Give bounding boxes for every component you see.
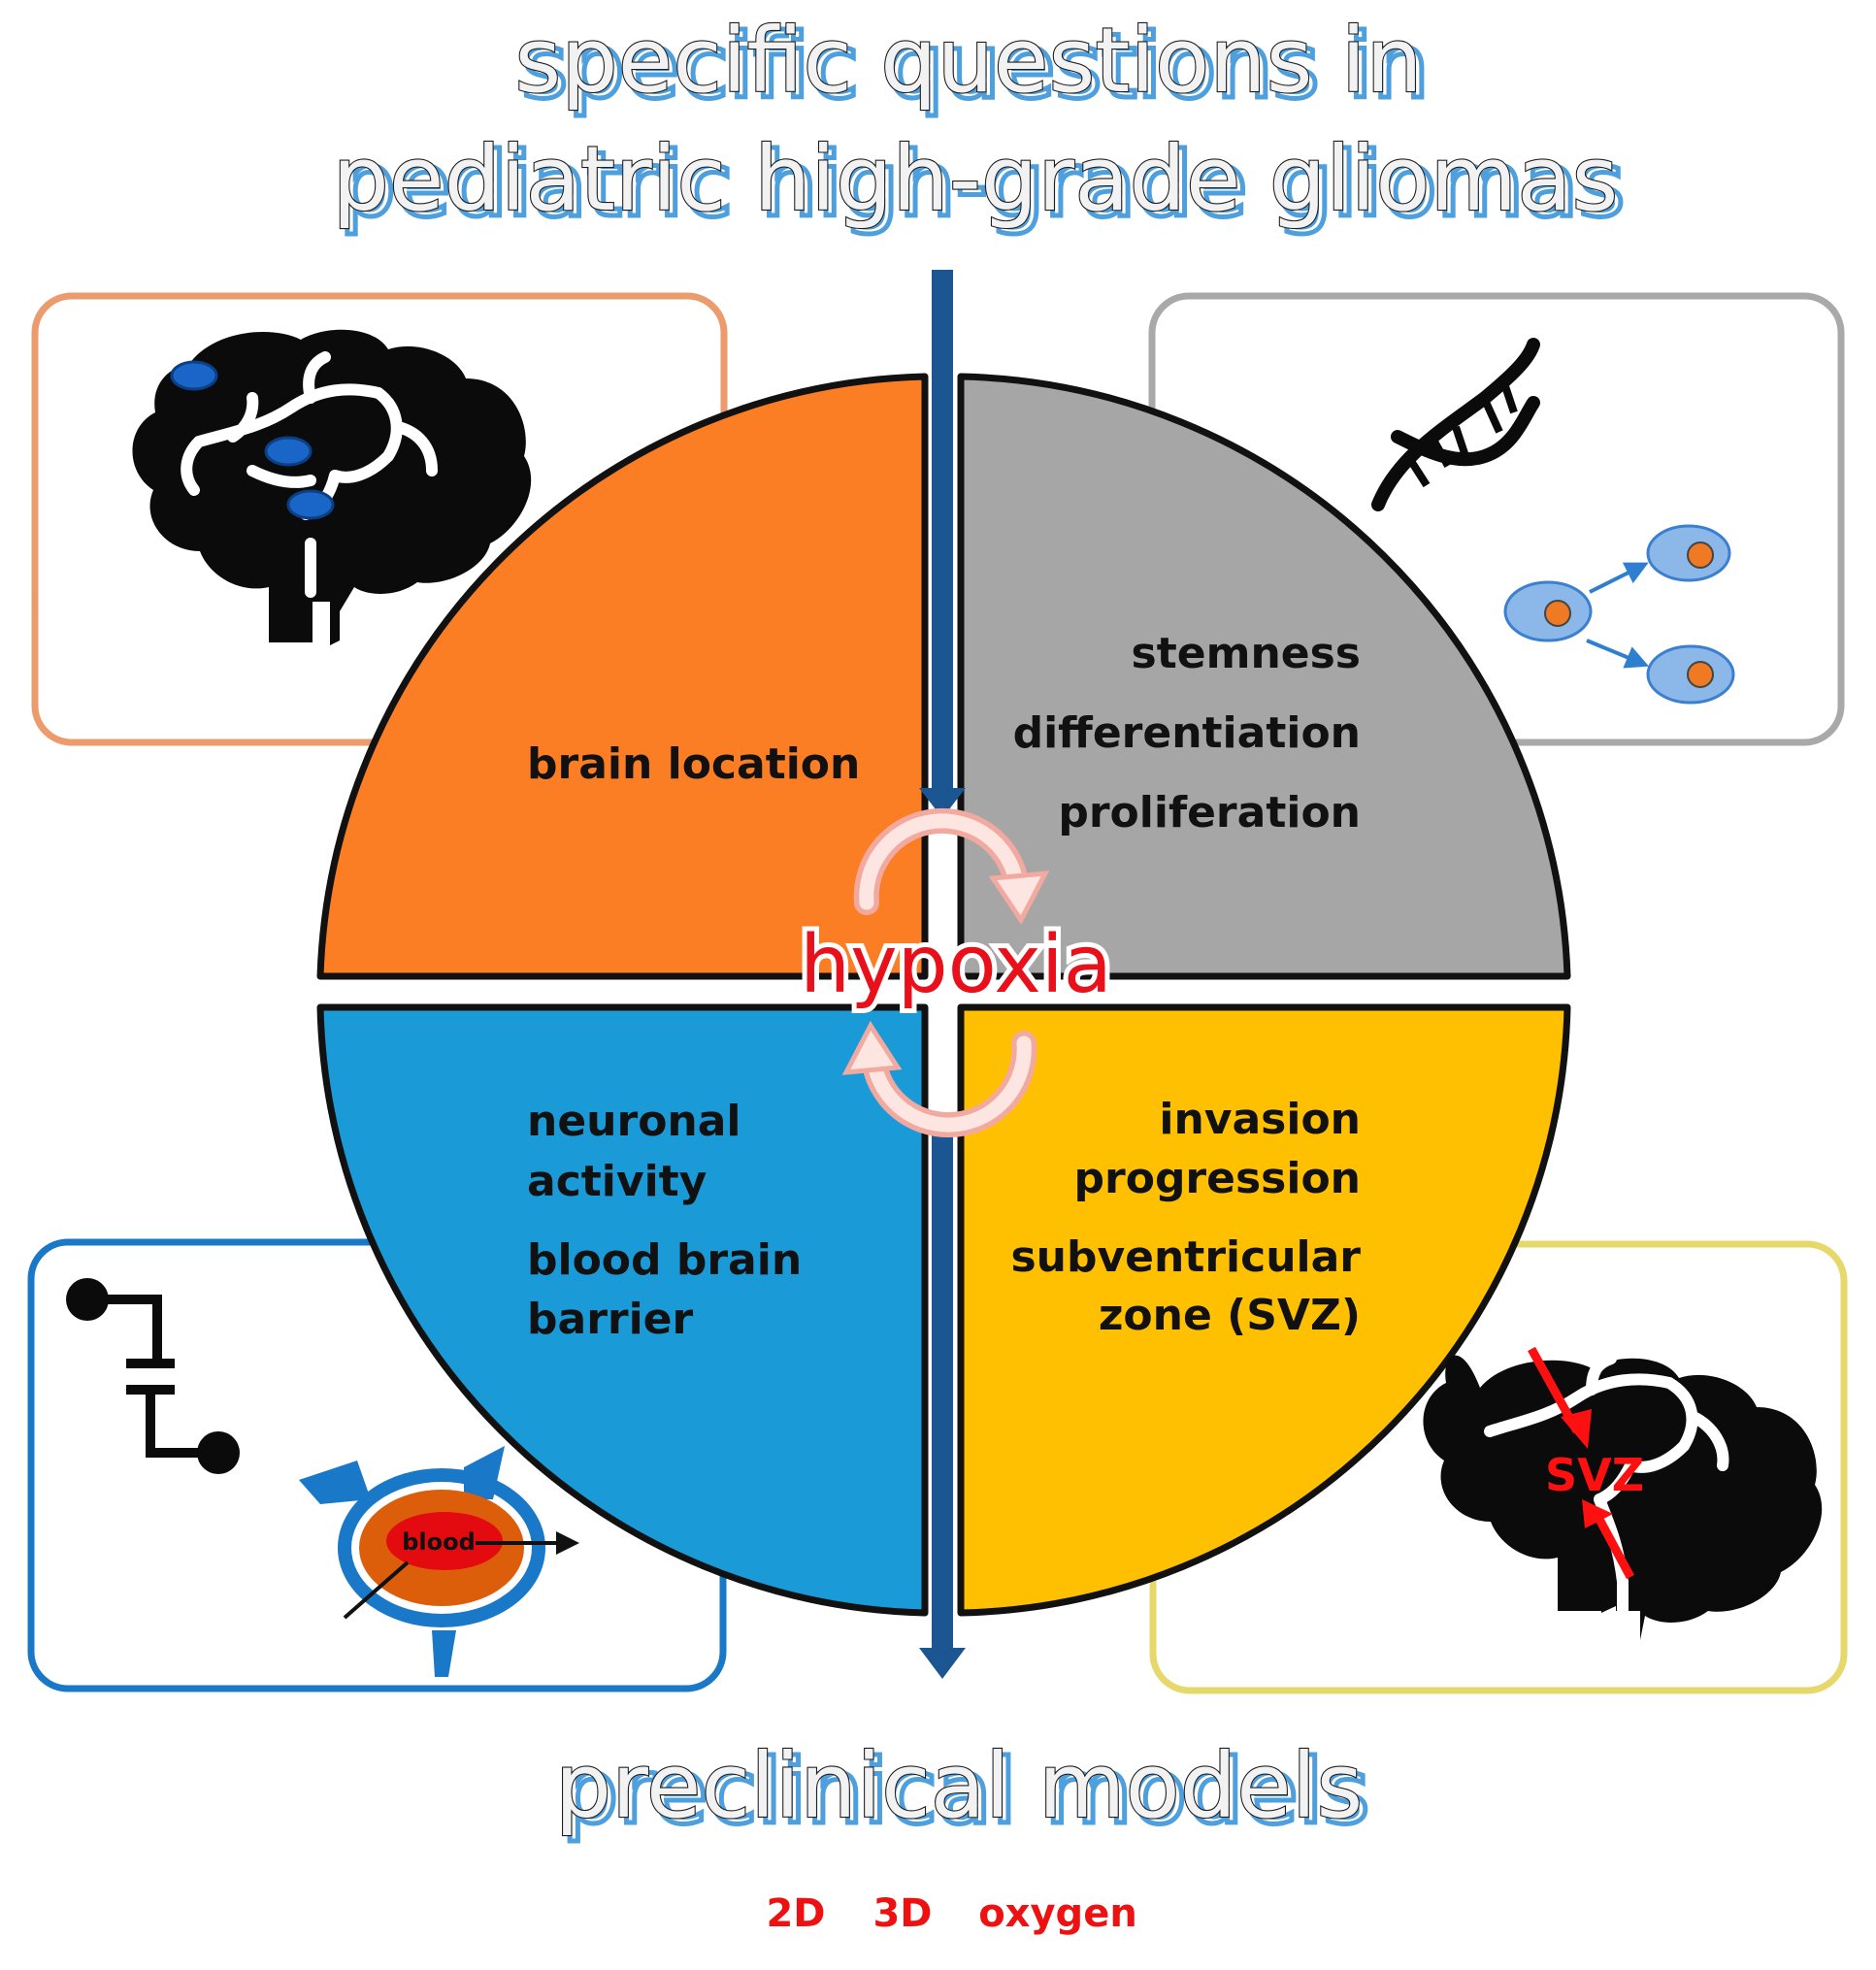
title-line2-shadow: pediatric high-grade gliomas [340, 133, 1626, 237]
model-2d: 2D [766, 1891, 825, 1936]
quadrant-texts: brain location stemness differentiation … [527, 629, 1361, 1344]
svz-brain-icon: SVZ [1423, 1346, 1823, 1640]
label-proliferation: proliferation [1058, 788, 1361, 837]
brain-location-icon [132, 329, 532, 645]
hypoxia-label: hypoxia [800, 919, 1112, 1011]
label-invasion: invasion [1159, 1095, 1361, 1144]
footer: preclinical models preclinical models 2D… [554, 1733, 1372, 1936]
label-blood-brain: blood brain [527, 1235, 802, 1285]
quadrant-top-left [316, 373, 929, 980]
title-line1: specific questions in [514, 9, 1422, 113]
cycle-arrows [841, 807, 1050, 1138]
label-differentiation: differentiation [1013, 708, 1361, 758]
label-stemness: stemness [1132, 629, 1361, 678]
dna-icon [1371, 338, 1540, 511]
cycle-arrowhead-bottom [841, 1021, 903, 1075]
label-svz-zone: zone (SVZ) [1099, 1291, 1361, 1340]
cell-division-icon [1503, 524, 1735, 705]
model-3d: 3D [872, 1891, 932, 1936]
quadrant-bottom-right [957, 1003, 1571, 1617]
synapse-icon [66, 1278, 240, 1474]
arrow-head-top [919, 788, 966, 818]
quadrant-circle [316, 373, 1571, 1617]
vertical-arrows [919, 270, 966, 1679]
label-brain-location: brain location [527, 739, 860, 789]
label-barrier: barrier [527, 1295, 694, 1344]
preclinical-title: preclinical models [555, 1734, 1364, 1838]
label-activity: activity [527, 1157, 707, 1206]
label-subventricular: subventricular [1010, 1232, 1361, 1282]
arrow-shaft-top [932, 270, 953, 789]
label-neuronal: neuronal [527, 1097, 741, 1146]
blood-label: blood [402, 1528, 476, 1556]
svz-label: SVZ [1545, 1449, 1644, 1501]
quadrant-bottom-left [316, 1003, 929, 1617]
preclinical-title-shadow: preclinical models [562, 1740, 1370, 1844]
title-line1-shadow: specific questions in [521, 15, 1429, 118]
title: specific questions in specific questions… [331, 8, 1628, 240]
model-oxygen: oxygen [978, 1891, 1137, 1936]
arrow-head-bottom [919, 1648, 966, 1679]
label-progression: progression [1074, 1154, 1361, 1203]
cycle-arrowhead-top [988, 870, 1050, 925]
quadrant-top-right [957, 373, 1571, 980]
blood-vessel-icon: blood [299, 1446, 579, 1677]
arrow-shaft-bottom [932, 1131, 953, 1650]
title-line2: pediatric high-grade gliomas [333, 127, 1619, 231]
